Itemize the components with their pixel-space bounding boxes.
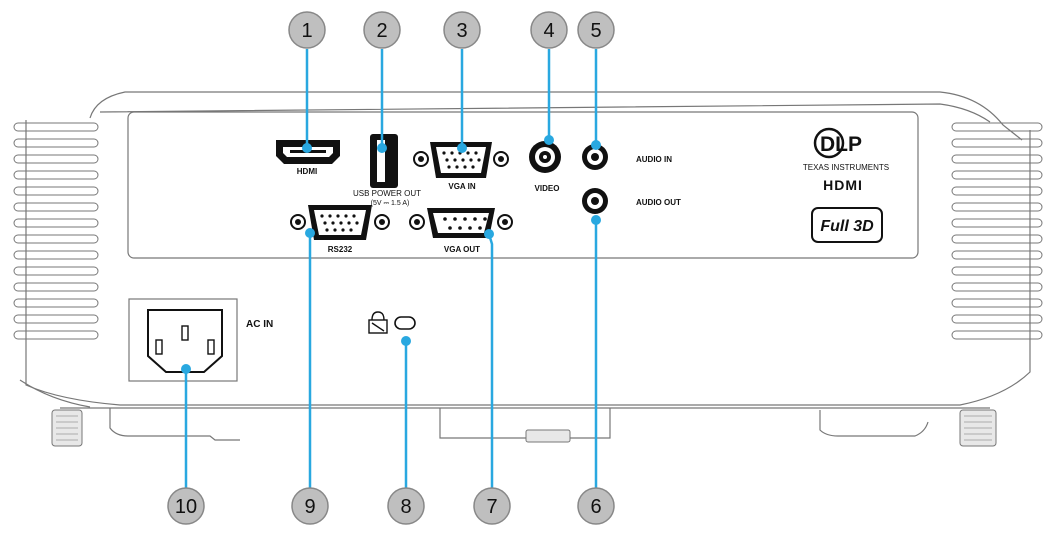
- callout-2-number: 2: [376, 20, 387, 42]
- callout-9-number: 9: [304, 496, 315, 518]
- callout-leader-dots: [181, 135, 601, 374]
- callout-3-number: 3: [456, 20, 467, 42]
- projector-body: [19, 91, 1031, 441]
- audio-out-port[interactable]: [582, 188, 608, 214]
- audio-in-port[interactable]: [582, 144, 608, 170]
- full3d-logo: Full 3D: [820, 218, 874, 235]
- dlp-logo: DLP: [813, 127, 862, 159]
- callout-1-number: 1: [301, 20, 312, 42]
- vga-out-port[interactable]: [409, 208, 513, 238]
- usb-power-out-label: USB POWER OUT: [353, 189, 421, 198]
- callout-8: 8: [387, 487, 425, 525]
- kensington-lock-slot[interactable]: [394, 316, 416, 330]
- vent-slats-left: [13, 122, 99, 340]
- callout-6-number: 6: [590, 496, 601, 518]
- full3d-logo-frame: [811, 207, 883, 243]
- texas-instruments-label: TEXAS INSTRUMENTS: [803, 163, 889, 172]
- callout-9: 9: [291, 487, 329, 525]
- callout-2: 2: [363, 11, 401, 49]
- vent-slats-right: [951, 122, 1043, 340]
- svg-text:DLP: DLP: [820, 133, 862, 156]
- audio-in-label: AUDIO IN: [636, 155, 672, 164]
- callout-8-number: 8: [400, 496, 411, 518]
- video-port[interactable]: [529, 141, 561, 173]
- callout-4-number: 4: [543, 20, 554, 42]
- usb-power-out-port[interactable]: [370, 134, 398, 188]
- callout-6: 6: [577, 487, 615, 525]
- video-label: VIDEO: [535, 184, 560, 193]
- connector-panel: [127, 111, 919, 259]
- callout-10-number: 10: [175, 496, 197, 518]
- callout-3: 3: [443, 11, 481, 49]
- callout-10: 10: [167, 487, 205, 525]
- callout-7: 7: [473, 487, 511, 525]
- vga-in-label: VGA IN: [448, 182, 475, 191]
- hdmi-label: HDMI: [297, 167, 317, 176]
- vga-out-label: VGA OUT: [444, 245, 480, 254]
- callout-7-number: 7: [486, 496, 497, 518]
- rs232-port[interactable]: [290, 205, 390, 240]
- vga-in-port[interactable]: [413, 142, 509, 178]
- callout-5: 5: [577, 11, 615, 49]
- audio-out-label: AUDIO OUT: [636, 198, 681, 207]
- kensington-lock-icon: [368, 311, 388, 334]
- callout-1: 1: [288, 11, 326, 49]
- projector-feet: [51, 409, 997, 447]
- callout-4: 4: [530, 11, 568, 49]
- hdmi-logo: HDMI: [823, 177, 863, 193]
- ac-in-label: AC IN: [246, 319, 273, 330]
- usb-power-spec-label: (5V ⎓ 1.5 A): [371, 200, 410, 207]
- callout-5-number: 5: [590, 20, 601, 42]
- rs232-label: RS232: [328, 245, 353, 254]
